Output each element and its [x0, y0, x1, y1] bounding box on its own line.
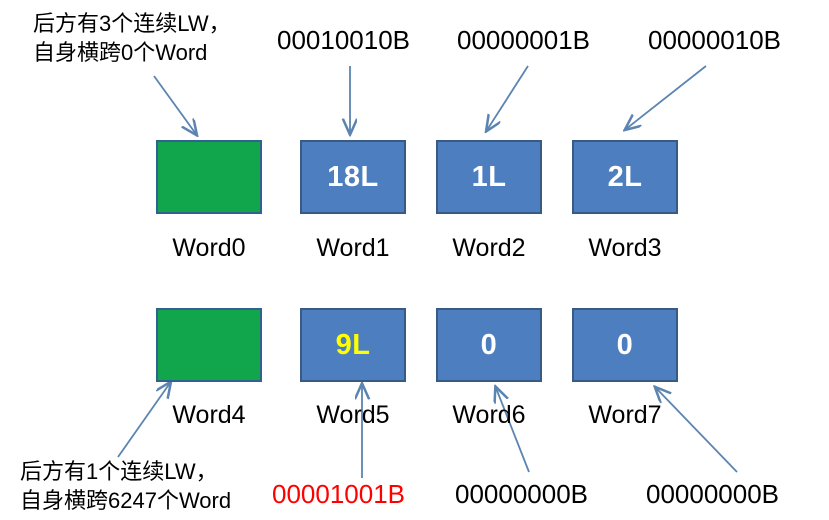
cell-word3-value: 2L	[607, 160, 643, 193]
cell-word5[interactable]: 9L	[300, 308, 406, 382]
cell-word1[interactable]: 18L	[300, 140, 406, 214]
cell-word2-value: 1L	[471, 160, 507, 193]
bottom-note-line2: 自身横跨6247个Word	[20, 487, 232, 513]
cell-word1-value: 18L	[327, 160, 379, 193]
caption-word0: Word0	[172, 234, 246, 262]
caption-word7: Word7	[588, 401, 662, 429]
caption-word4: Word4	[172, 401, 246, 429]
top-note-line1: 后方有3个连续LW，	[33, 11, 231, 36]
arrow-bin-to-word7	[656, 388, 738, 473]
caption-word3: Word3	[588, 234, 662, 262]
cell-word6-value: 0	[480, 328, 498, 361]
caption-word2: Word2	[452, 234, 526, 262]
cell-word0[interactable]	[156, 140, 262, 214]
binary-label-word6: 00000000B	[455, 479, 589, 509]
bottom-note: 后方有1个连续LW， 自身横跨6247个Word	[20, 458, 231, 515]
binary-label-word3: 00000010B	[648, 25, 782, 55]
cell-word2[interactable]: 1L	[436, 140, 542, 214]
caption-word6: Word6	[452, 401, 526, 429]
arrow-note-to-word0	[153, 75, 196, 134]
arrow-bin-to-word3	[626, 65, 707, 129]
binary-label-word1: 00010010B	[277, 25, 411, 55]
caption-word5: Word5	[316, 401, 390, 429]
caption-word1: Word1	[316, 234, 390, 262]
binary-label-word2: 00000001B	[457, 25, 591, 55]
cell-word7[interactable]: 0	[572, 308, 678, 382]
cell-word3[interactable]: 2L	[572, 140, 678, 214]
binary-label-word7: 00000000B	[646, 479, 780, 509]
bottom-note-line1: 后方有1个连续LW，	[20, 459, 218, 484]
cell-word6[interactable]: 0	[436, 308, 542, 382]
binary-label-word5: 00001001B	[272, 479, 406, 509]
top-note-line2: 自身横跨0个Word	[33, 39, 208, 65]
cell-word7-value: 0	[616, 328, 634, 361]
cell-word5-value: 9L	[335, 328, 371, 361]
top-note: 后方有3个连续LW， 自身横跨0个Word	[33, 10, 231, 67]
cell-word4[interactable]	[156, 308, 262, 382]
arrow-bin-to-word2	[487, 65, 529, 130]
